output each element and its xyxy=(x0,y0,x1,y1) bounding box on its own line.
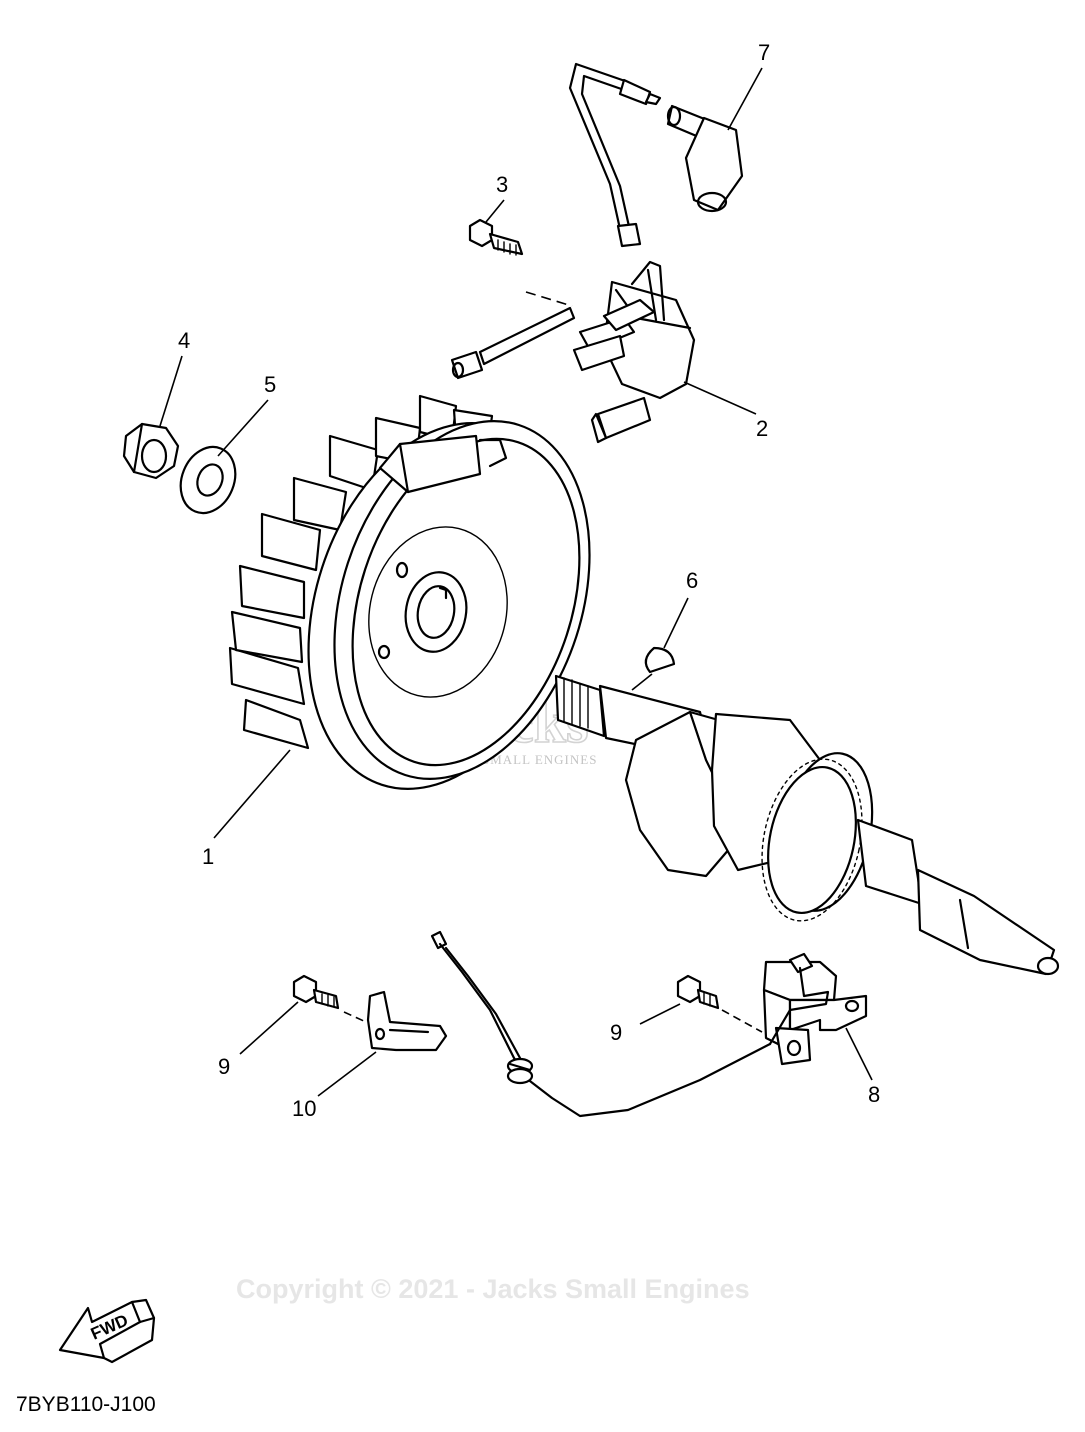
fwd-arrow-icon: FWD xyxy=(58,1298,156,1364)
part-ignition-coil xyxy=(572,260,696,444)
leader-lines xyxy=(159,67,873,1097)
callout-9-left: 9 xyxy=(218,1054,230,1079)
diagram-code: 7BYB110-J100 xyxy=(16,1393,156,1416)
part-spark-plug-cap xyxy=(568,62,744,248)
callout-1: 1 xyxy=(202,844,214,869)
copyright-notice: Copyright © 2021 - Jacks Small Engines xyxy=(236,1274,750,1304)
part-bolt-right xyxy=(676,974,763,1033)
crankshaft-gear xyxy=(761,752,874,922)
part-flywheel-nut xyxy=(122,422,180,480)
part-washer xyxy=(179,445,237,515)
part-oil-switch xyxy=(762,952,868,1066)
coil-pin xyxy=(450,306,576,380)
callout-9-right: 9 xyxy=(610,1020,622,1045)
watermark-sub-text: SMALL ENGINES xyxy=(482,752,597,767)
part-bolt-left xyxy=(292,974,367,1023)
part-coil-bolt xyxy=(468,218,573,307)
callout-labels: 1 2 3 4 5 6 7 8 9 9 10 xyxy=(178,40,880,1121)
oil-switch-lead xyxy=(430,930,772,1118)
callout-3: 3 xyxy=(496,172,508,197)
callout-2: 2 xyxy=(756,416,768,441)
crankshaft xyxy=(554,674,1060,976)
part-flywheel xyxy=(228,394,591,790)
callout-4: 4 xyxy=(178,328,190,353)
callout-10: 10 xyxy=(292,1096,316,1121)
callout-7: 7 xyxy=(758,40,770,65)
callout-5: 5 xyxy=(264,372,276,397)
part-woodruff-key xyxy=(644,646,676,674)
part-lead-clamp xyxy=(366,990,448,1052)
callout-6: 6 xyxy=(686,568,698,593)
callout-8: 8 xyxy=(868,1082,880,1107)
